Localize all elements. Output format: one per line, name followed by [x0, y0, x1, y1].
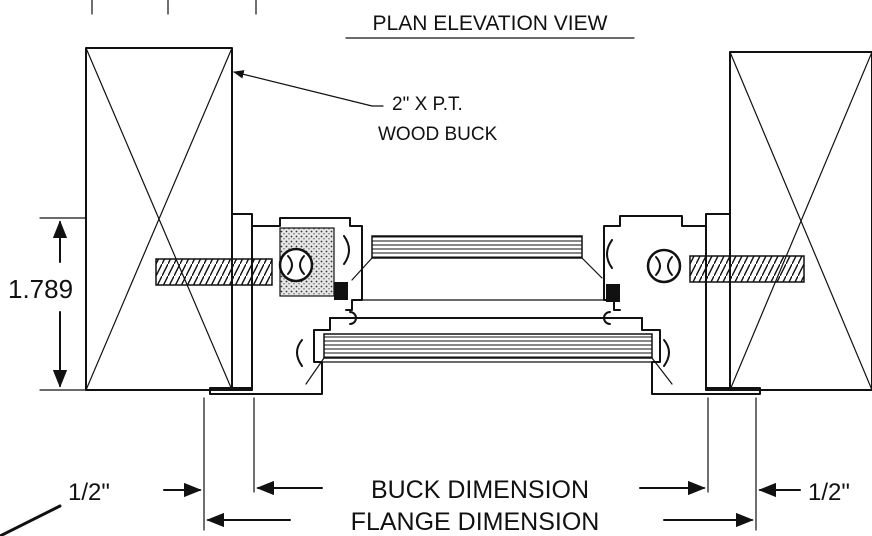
glass-panes — [305, 235, 673, 385]
right-wood-buck — [729, 51, 872, 391]
buck-dimension-text: BUCK DIMENSION — [371, 476, 589, 504]
window-frame — [209, 213, 761, 395]
callout-line2: WOOD BUCK — [378, 124, 498, 145]
left-screw — [155, 247, 314, 286]
wood-buck-callout: 2" X P.T. WOOD BUCK — [232, 70, 498, 145]
left-offset-text: 1/2" — [68, 479, 110, 506]
buck-dimension: BUCK DIMENSION — [256, 476, 706, 504]
callout-line1: 2" X P.T. — [392, 94, 463, 115]
height-dimension: 1.789 — [8, 217, 87, 391]
right-screw — [646, 248, 805, 284]
right-offset-dimension: 1/2" — [758, 479, 850, 506]
gaskets — [296, 235, 670, 367]
flange-dimension-text: FLANGE DIMENSION — [351, 508, 600, 536]
view-title-text: PLAN ELEVATION VIEW — [373, 12, 608, 35]
view-title: PLAN ELEVATION VIEW — [345, 12, 635, 39]
pen-stroke — [0, 504, 62, 536]
extension-lines — [203, 397, 757, 531]
top-tick-marks — [91, 0, 257, 15]
weatherstrips — [334, 282, 620, 302]
right-offset-text: 1/2" — [808, 479, 850, 506]
left-wood-buck — [85, 47, 233, 391]
height-dimension-text: 1.789 — [8, 274, 73, 304]
left-offset-dimension: 1/2" — [68, 479, 202, 506]
flange-dimension: FLANGE DIMENSION — [206, 508, 754, 536]
